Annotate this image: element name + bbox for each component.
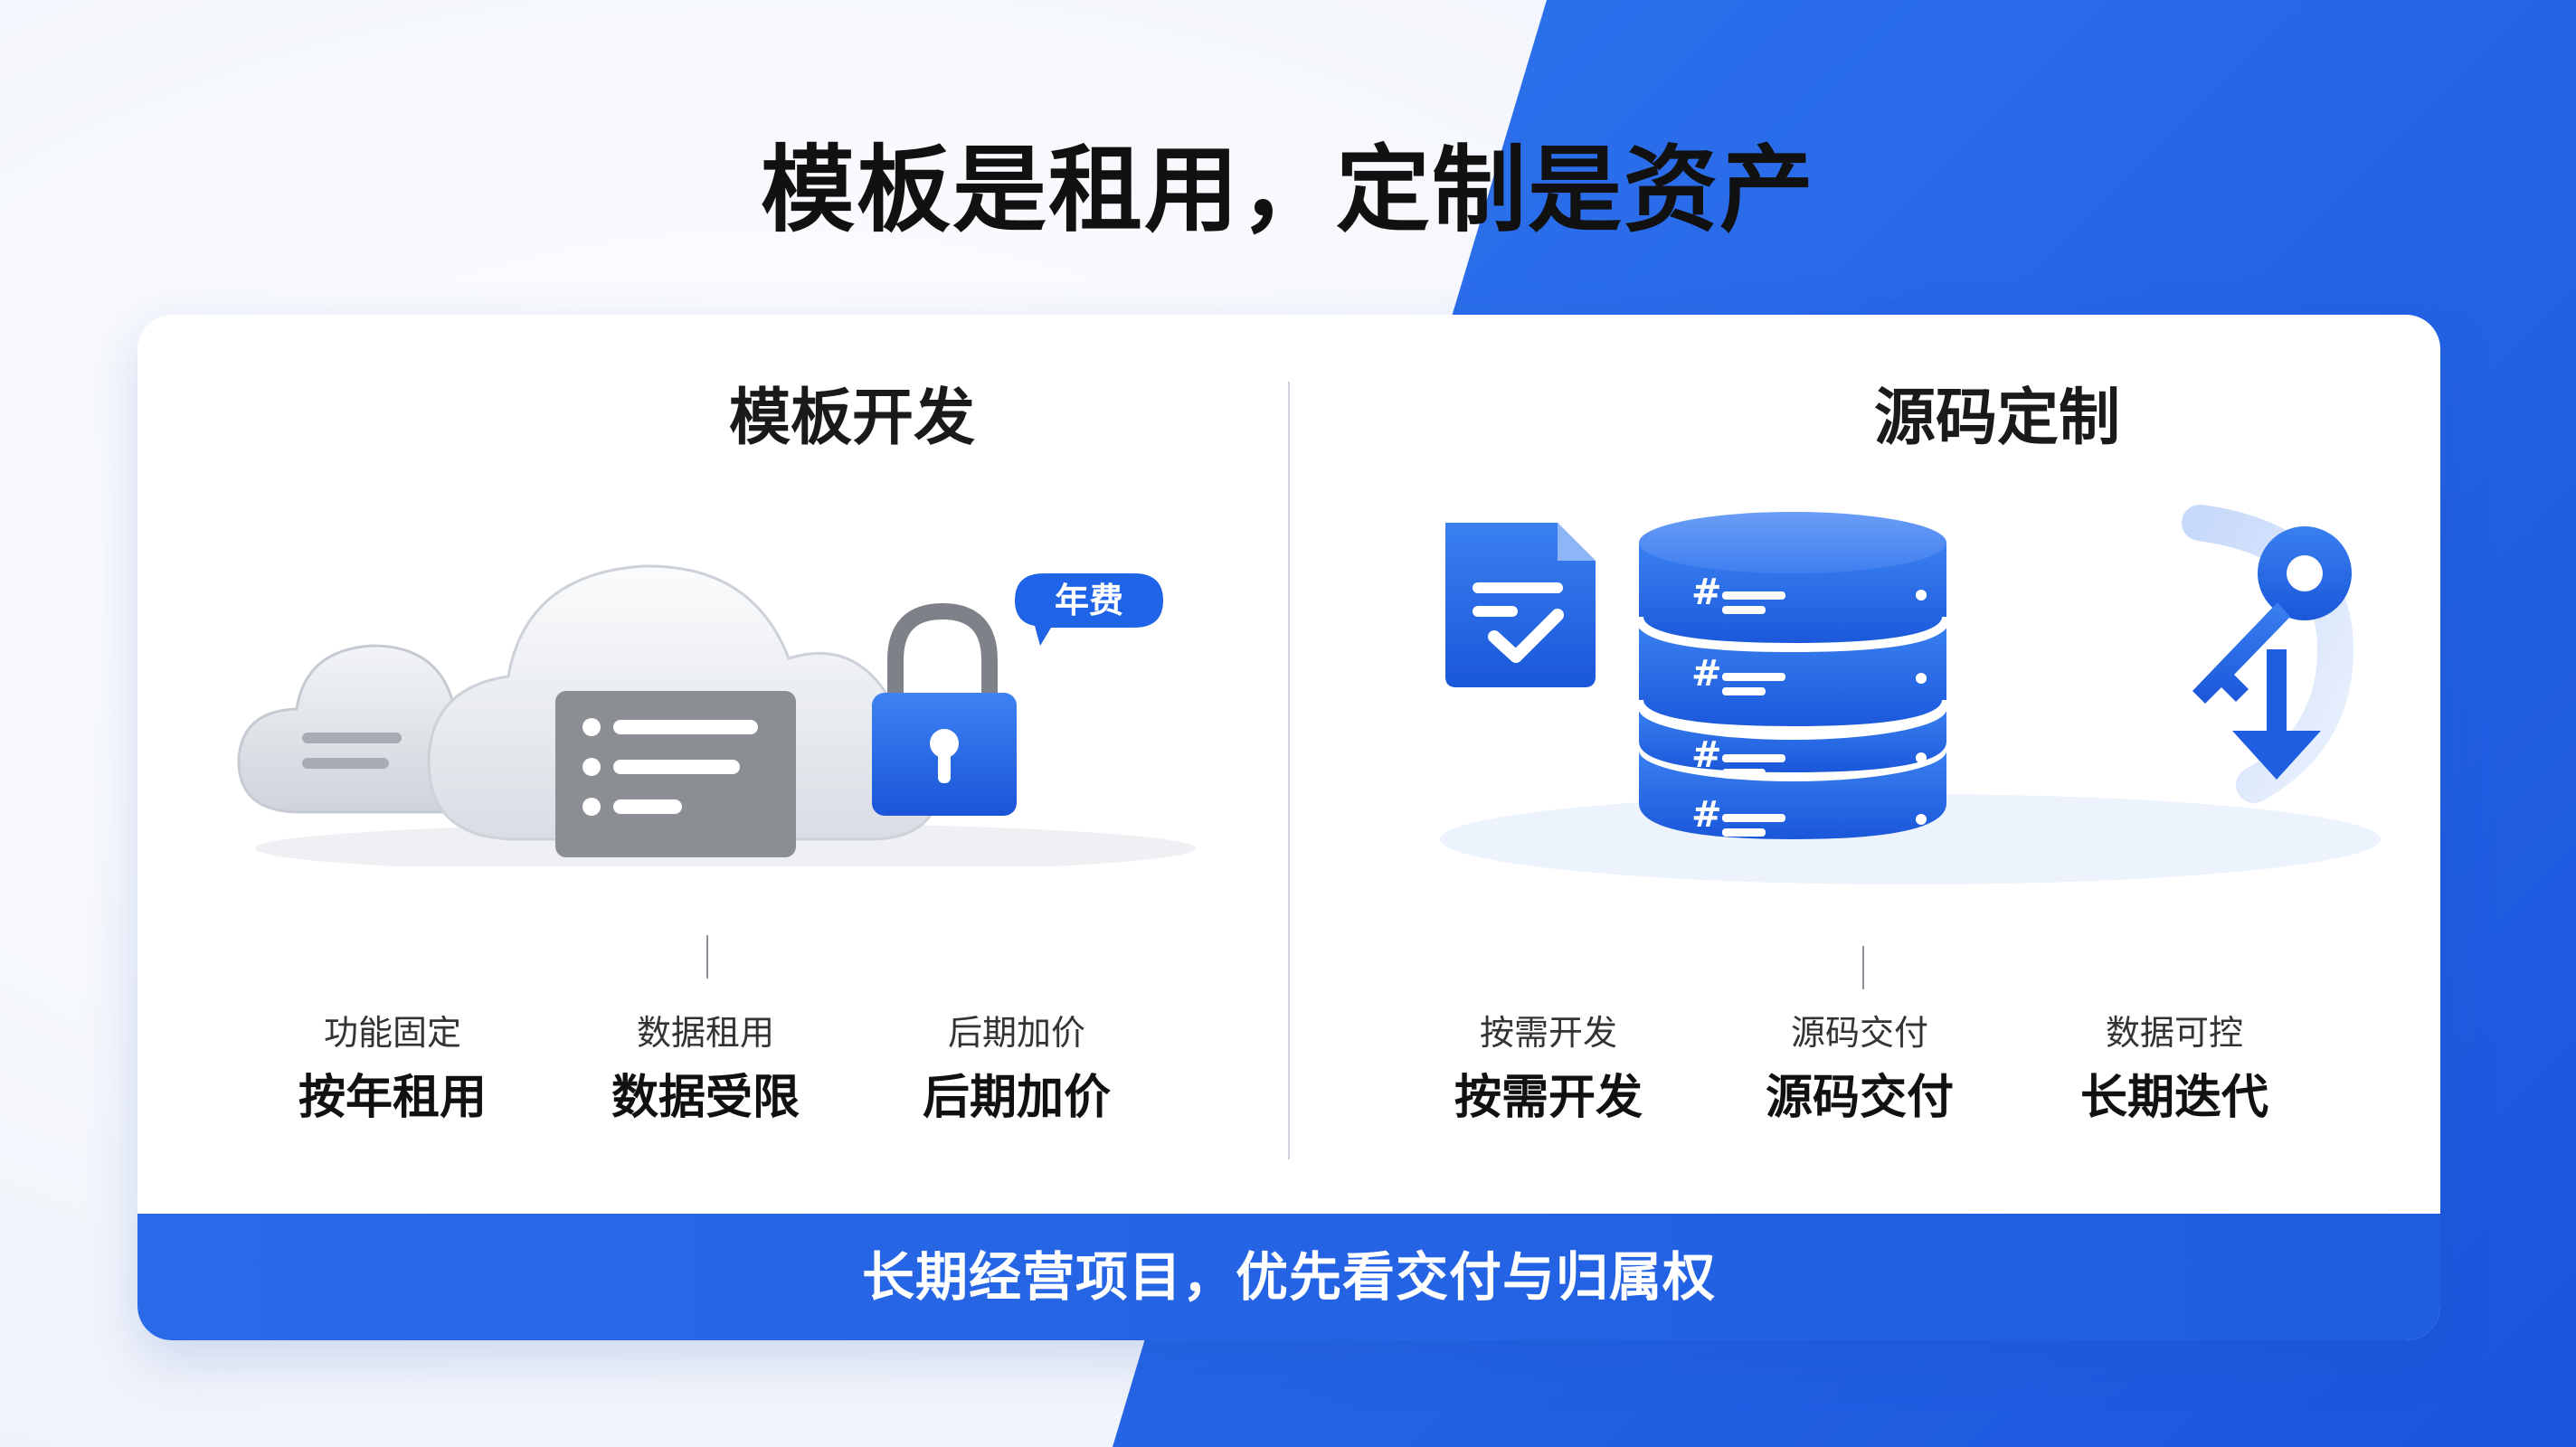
left-item-3-caption: 后期加价 [947,1013,1085,1053]
left-connector-tick [706,935,708,979]
cloud-icon [427,564,944,857]
right-item-3: 数据可控 长期迭代 [2039,1009,2310,1132]
annual-fee-badge [1015,573,1163,646]
svg-text:#: # [1691,572,1722,613]
svg-text:#: # [1691,794,1722,836]
comparison-card: 模板开发 源码定制 [137,315,2440,1340]
svg-text:#: # [1691,653,1722,695]
left-item-1: 功能固定 按年租用 [257,1009,528,1132]
left-item-1-caption: 功能固定 [323,1013,461,1053]
right-item-2: 源码交付 源码交付 [1724,1009,1995,1132]
source-illustration: # # # # [1440,505,2381,884]
right-connector-tick [1862,946,1864,989]
left-item-2-title: 数据受限 [611,1071,800,1125]
annual-fee-badge-label: 年费 [1054,581,1123,620]
database-icon: # # # # [1634,512,1951,839]
left-item-3: 后期加价 后期加价 [881,1009,1152,1132]
lock-icon [872,602,1017,816]
right-item-1-title: 按需开发 [1454,1071,1643,1125]
left-item-2-caption: 数据租用 [636,1013,774,1053]
footer-banner: 长期经营项目，优先看交付与归属权 [137,1214,2440,1340]
right-item-2-title: 源码交付 [1765,1071,1954,1125]
left-item-2: 数据租用 数据受限 [570,1009,841,1132]
left-item-3-title: 后期加价 [922,1071,1111,1125]
template-illustration [237,564,1196,866]
right-item-2-caption: 源码交付 [1790,1013,1928,1053]
svg-text:#: # [1691,734,1722,776]
source-custom-heading: 源码定制 [1873,383,2120,454]
document-check-icon [1445,523,1596,687]
right-item-3-title: 长期迭代 [2079,1071,2268,1125]
template-dev-heading: 模板开发 [728,383,975,454]
arrow-down-icon [2232,649,2321,780]
column-divider [1288,382,1290,1159]
footer-text: 长期经营项目，优先看交付与归属权 [861,1246,1716,1308]
left-item-1-title: 按年租用 [298,1071,487,1125]
right-item-3-caption: 数据可控 [2105,1013,2243,1053]
page-title: 模板是租用，定制是资产 [760,135,1815,245]
right-item-1-caption: 按需开发 [1479,1013,1617,1053]
right-item-1: 按需开发 按需开发 [1413,1009,1684,1132]
